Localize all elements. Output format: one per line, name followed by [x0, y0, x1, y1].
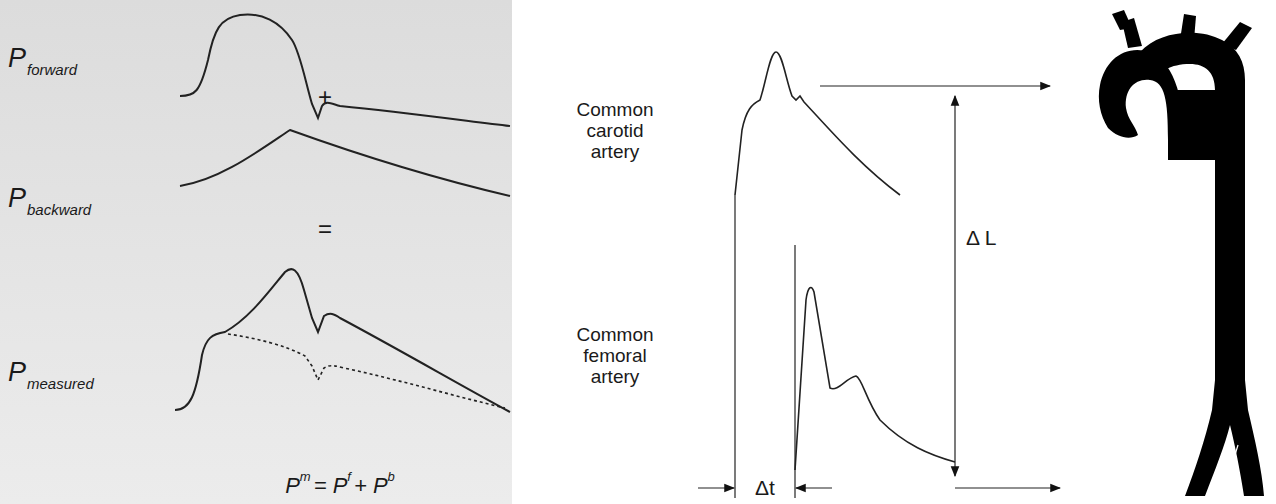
formula-symbol: P [285, 474, 300, 498]
operator: + [318, 84, 332, 110]
artery-label: Common carotid artery [560, 100, 670, 163]
symbol-p: P [8, 44, 26, 74]
artery-label: Common femoral artery [560, 325, 670, 388]
carotid-site-arrow [820, 85, 1050, 86]
subscript: measured [27, 376, 94, 393]
scan-background [0, 0, 512, 504]
backward-wave [180, 130, 510, 196]
formula-operator: + P [354, 474, 388, 498]
measured-wave [175, 269, 510, 412]
forward-wave [180, 14, 510, 126]
superscript: m [300, 470, 311, 484]
carotid-foot-line [734, 195, 735, 498]
femoral-wave [795, 287, 955, 470]
femoral-foot-line [794, 245, 795, 498]
subscript: forward [27, 62, 77, 79]
formula-operator: = P [314, 474, 348, 498]
femoral-site-arrow [955, 487, 1060, 488]
time-label: Δt [753, 476, 777, 499]
distance-arrow [954, 96, 955, 476]
time-arrow-left [698, 487, 734, 488]
symbol-p: P [8, 184, 26, 214]
subscript: backward [27, 202, 91, 219]
iliac-branch [1222, 445, 1238, 498]
time-arrow-right [796, 487, 832, 488]
superscript: f [347, 470, 351, 484]
forward-component-dashed [228, 334, 505, 408]
aorta-silhouette [1099, 10, 1264, 496]
distance-label: Δ L [966, 226, 996, 249]
symbol-p: P [8, 358, 26, 388]
carotid-wave [735, 52, 900, 195]
operator: = [318, 216, 332, 242]
superscript: b [388, 470, 395, 484]
